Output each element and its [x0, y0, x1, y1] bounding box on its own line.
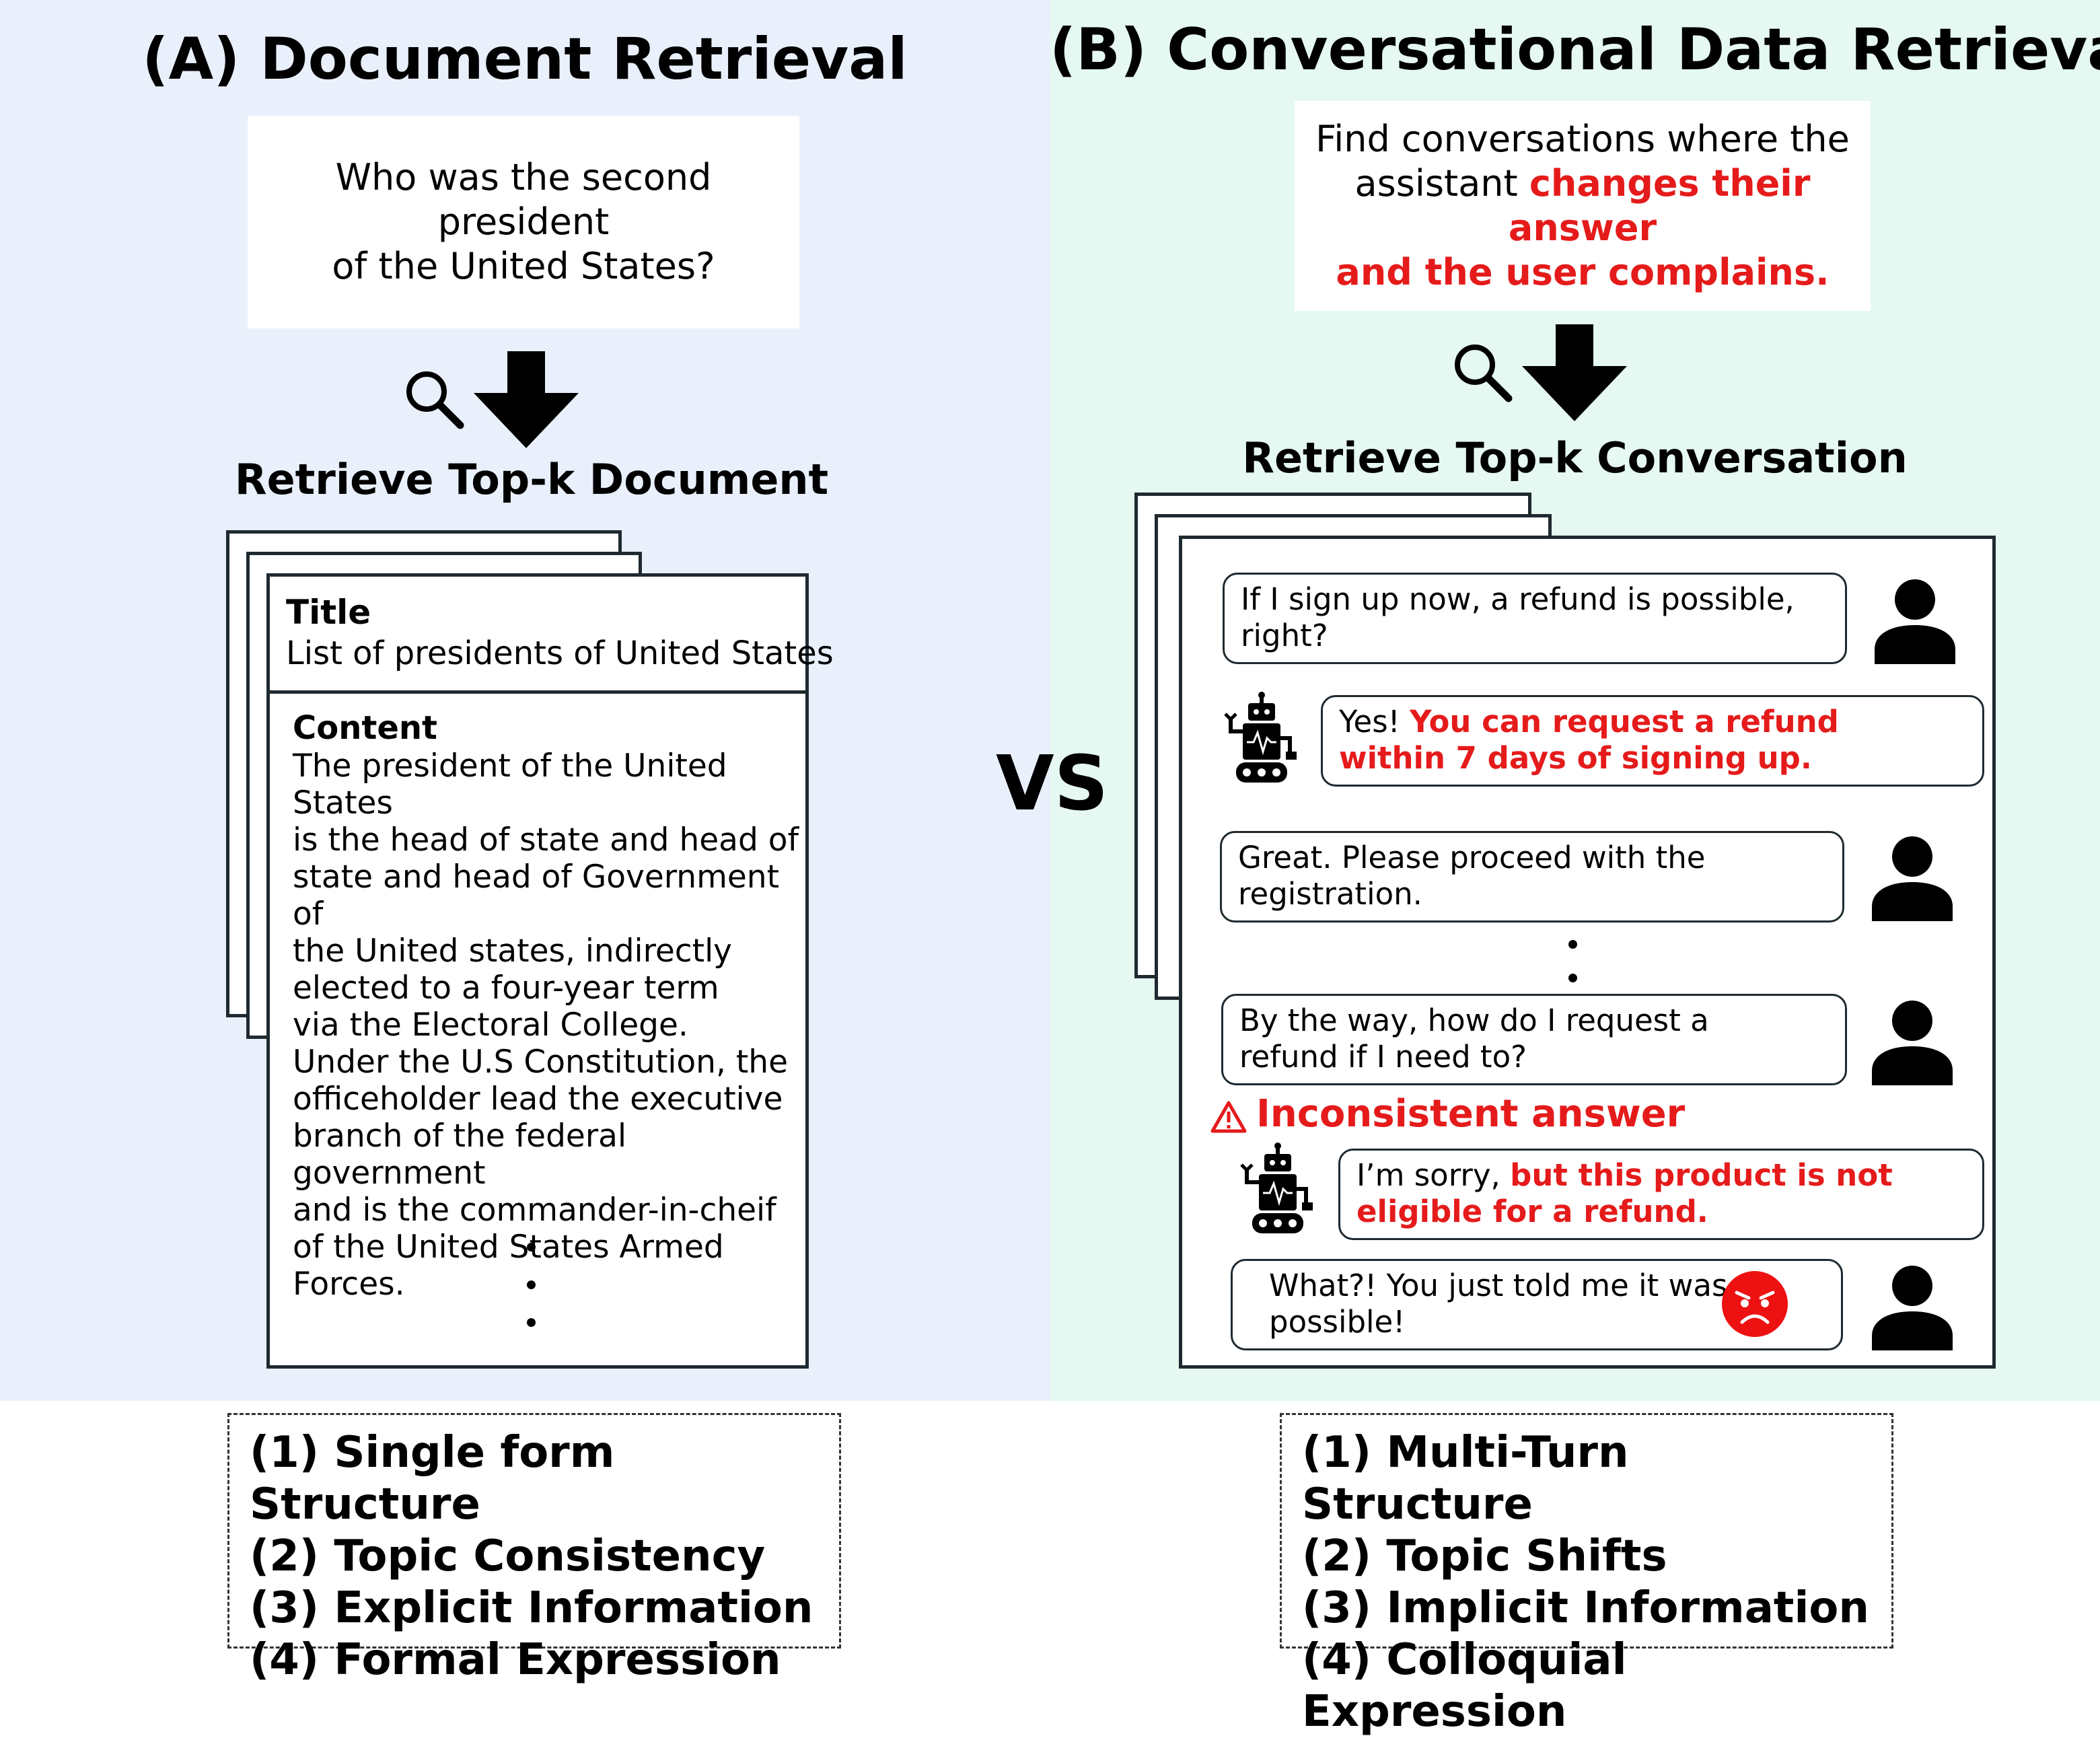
doc-line: officeholder lead the executive	[293, 1081, 783, 1118]
down-arrow-icon	[474, 351, 579, 448]
doc-line: state and head of Government of	[293, 859, 779, 933]
user-icon	[1875, 579, 1955, 664]
bot2-red2: eligible for a refund.	[1356, 1194, 1708, 1229]
doc-line: is the head of state and head of	[293, 822, 799, 859]
conversation-property: (3) Implicit Information	[1302, 1583, 1869, 1633]
doc-content-section: Content The president of the United Stat…	[293, 709, 804, 1303]
user2-line1: Great. Please proceed with the	[1238, 840, 1706, 875]
bot1-plain: Yes!	[1339, 704, 1410, 739]
user2-line2: registration.	[1238, 876, 1422, 912]
vs-label: VS	[996, 740, 1109, 828]
doc-content-body: The president of the United States is th…	[293, 748, 804, 1303]
document-property: (1) Single form Structure	[250, 1428, 615, 1529]
assistant-message-1: Yes! You can request a refund within 7 d…	[1321, 695, 1984, 787]
bot2-line1: I’m sorry, but this product is not	[1356, 1157, 1966, 1194]
bot1-line1: Yes! You can request a refund	[1339, 704, 1966, 740]
user-message-3: By the way, how do I request a refund if…	[1221, 994, 1847, 1085]
user-message-2: Great. Please proceed with the registrat…	[1220, 831, 1844, 922]
search-icon	[406, 371, 464, 429]
doc-line: and is the commander-in-cheif	[293, 1192, 776, 1229]
angry-face-icon	[1722, 1271, 1788, 1337]
query-a-line1: Who was the second president	[335, 156, 712, 243]
user4-line1: What?! You just told me it was	[1269, 1268, 1728, 1303]
query-b-line1: Find conversations where the	[1315, 118, 1850, 160]
robot-icon	[1240, 1143, 1313, 1233]
user3-line2: refund if I need to?	[1239, 1039, 1527, 1075]
down-arrow-icon	[1522, 324, 1627, 421]
doc-title-section: Title List of presidents of United State…	[270, 577, 834, 694]
retrieve-top-k-document: Retrieve Top-k Document	[234, 455, 829, 504]
doc-title-label: Title	[286, 593, 371, 632]
conversation-property: (4) Colloquial Expression	[1302, 1635, 1627, 1737]
bot1-red2: within 7 days of signing up.	[1339, 740, 1812, 776]
bot2-plain: I’m sorry,	[1356, 1157, 1511, 1193]
query-b-red2: and the user complains.	[1336, 251, 1830, 293]
ellipsis-dot	[527, 1318, 536, 1327]
user3-line1: By the way, how do I request a	[1239, 1003, 1709, 1038]
user1-line2: right?	[1241, 618, 1328, 653]
conv-sheet-front: If I sign up now, a refund is possible, …	[1179, 536, 1996, 1369]
panel-document-retrieval: (A) Document Retrieval Who was the secon…	[0, 0, 1050, 1401]
user1-line1: If I sign up now, a refund is possible,	[1241, 581, 1795, 617]
doc-title-value: List of presidents of United States	[286, 635, 834, 672]
doc-content-label: Content	[293, 709, 437, 747]
doc-line: The president of the United States	[293, 748, 727, 822]
heading-conversational-retrieval: (B) Conversational Data Retrieval	[1050, 16, 2100, 83]
user-icon	[1872, 836, 1953, 921]
document-properties-box: (1) Single form Structure (2) Topic Cons…	[227, 1413, 841, 1685]
document-property: (4) Formal Expression	[250, 1635, 781, 1685]
document-property: (2) Topic Consistency	[250, 1531, 766, 1581]
warning-icon	[1210, 1101, 1247, 1133]
user4-line2: possible!	[1269, 1304, 1406, 1340]
query-box-b: Find conversations where the assistant c…	[1295, 101, 1871, 311]
doc-line: the United states, indirectly	[293, 933, 732, 970]
conversation-property: (2) Topic Shifts	[1302, 1531, 1667, 1581]
panel-conversational-retrieval: (B) Conversational Data Retrieval Find c…	[1050, 0, 2100, 1401]
user-icon	[1872, 1001, 1953, 1085]
assistant-message-2: I’m sorry, but this product is not eligi…	[1338, 1149, 1984, 1240]
query-b-plain: assistant	[1354, 162, 1529, 205]
robot-icon	[1224, 692, 1297, 783]
heading-document-retrieval: (A) Document Retrieval	[142, 26, 908, 93]
conversation-property: (1) Multi-Turn Structure	[1302, 1428, 1629, 1529]
user-message-1: If I sign up now, a refund is possible, …	[1223, 573, 1847, 664]
doc-line: Under the U.S Constitution, the	[293, 1044, 788, 1081]
document-property: (3) Explicit Information	[250, 1583, 813, 1633]
doc-line: via the Electoral College.	[293, 1007, 688, 1044]
doc-line: branch of the federal government	[293, 1118, 627, 1192]
ellipsis-dot	[1568, 940, 1577, 949]
doc-sheet-front: Title List of presidents of United State…	[266, 573, 834, 1369]
conversation-properties-box: (1) Multi-Turn Structure (2) Topic Shift…	[1280, 1413, 1893, 1737]
user-icon	[1872, 1266, 1953, 1350]
ellipsis-dot	[1568, 974, 1577, 982]
retrieve-top-k-conversation: Retrieve Top-k Conversation	[1242, 433, 1908, 482]
ellipsis-dot	[527, 1243, 536, 1252]
bot1-red1: You can request a refund	[1410, 704, 1839, 739]
search-icon	[1455, 345, 1513, 402]
query-box-a: Who was the second president of the Unit…	[248, 116, 799, 328]
query-b-line2: assistant changes their answer	[1295, 161, 1871, 250]
doc-line: elected to a four-year term	[293, 970, 719, 1007]
ellipsis-dot	[527, 1280, 536, 1289]
query-b-red1: changes their answer	[1508, 162, 1811, 249]
bot2-red1: but this product is not	[1510, 1157, 1893, 1193]
inconsistent-answer-label: Inconsistent answer	[1256, 1092, 1686, 1136]
doc-line: of the United States Armed Forces.	[293, 1229, 724, 1303]
query-a-line2: of the United States?	[332, 245, 715, 287]
